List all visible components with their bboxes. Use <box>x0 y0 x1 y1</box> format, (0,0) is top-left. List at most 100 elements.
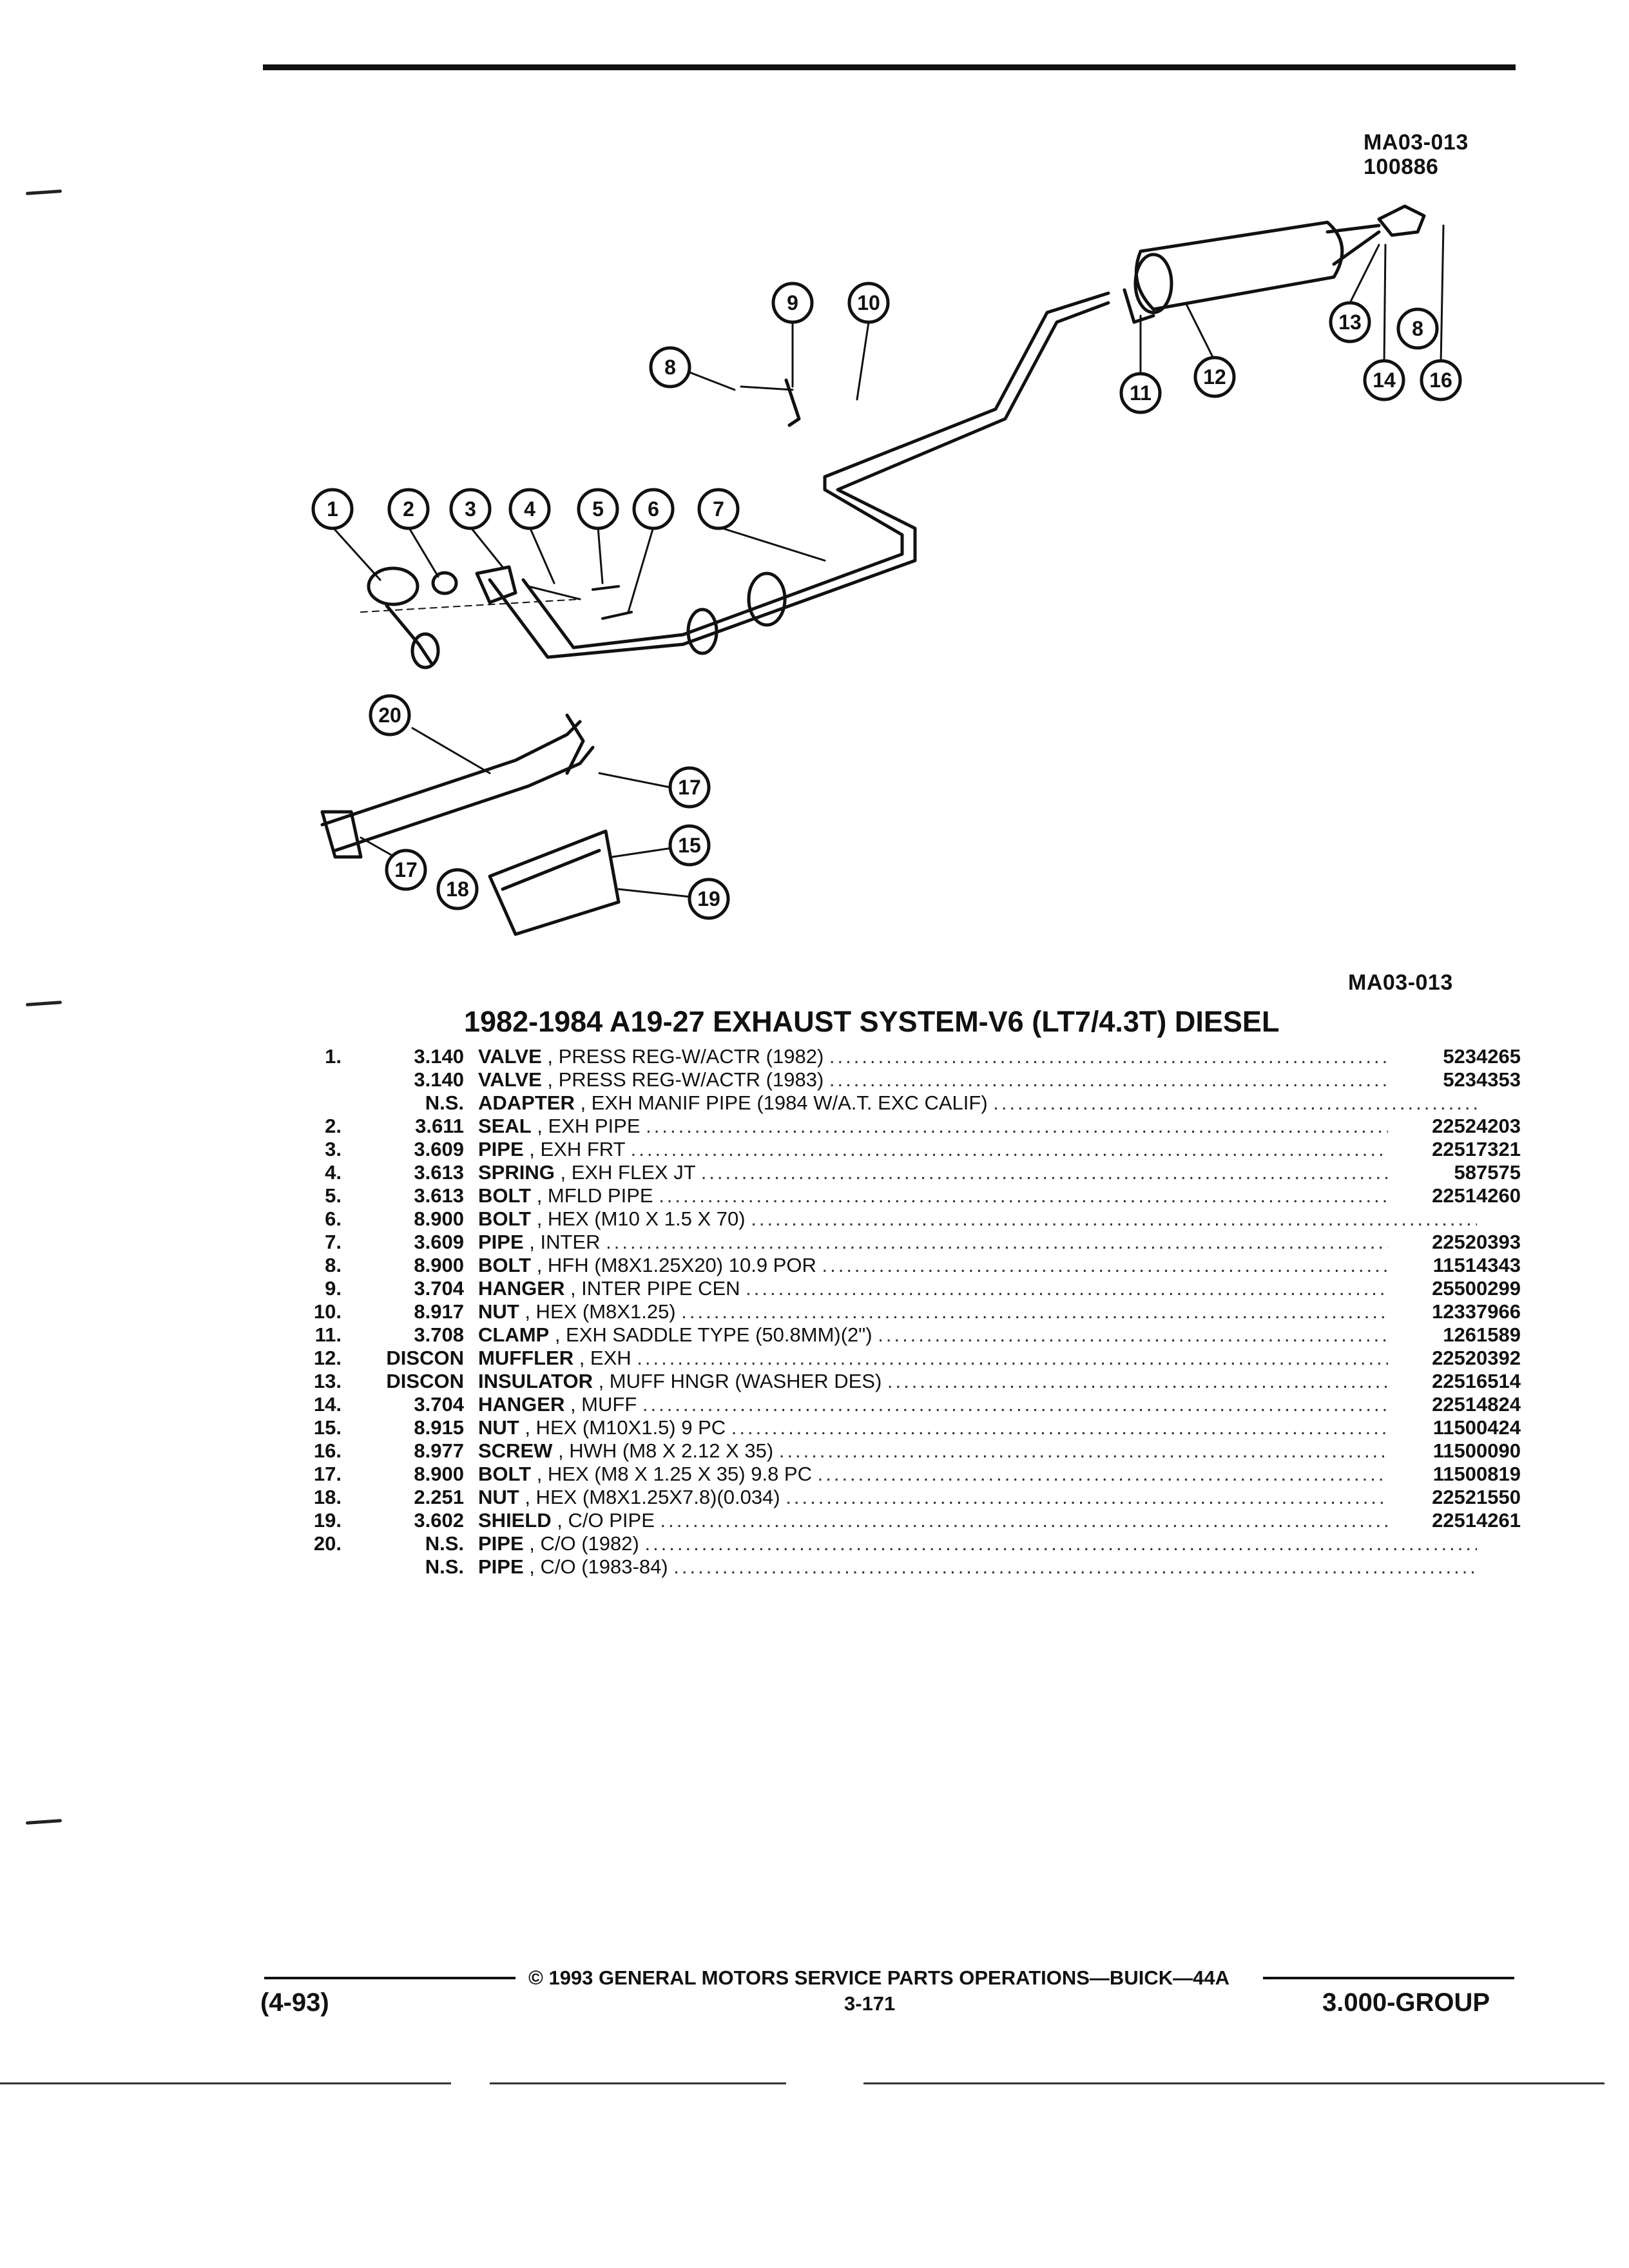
item-number: 14. <box>313 1393 342 1416</box>
group-number: 3.609 <box>414 1231 464 1253</box>
callout-16 <box>1420 359 1462 401</box>
part-description: PIPE , C/O (1983-84) ...................… <box>478 1555 1477 1579</box>
callout-label: 18 <box>446 878 469 901</box>
part-name: BOLT <box>478 1254 532 1276</box>
part-number: 5234265 <box>1388 1045 1521 1068</box>
callout-10 <box>847 282 890 324</box>
item-number: 17. <box>313 1463 342 1485</box>
part-description: SEAL , EXH PIPE ........................… <box>478 1115 1477 1138</box>
callout-1 <box>311 488 354 530</box>
part-detail: , HEX (M10X1.5) 9 PC <box>519 1416 731 1439</box>
callout-8b <box>1396 307 1439 350</box>
group-number: DISCON <box>386 1370 464 1392</box>
callout-label: 10 <box>857 291 880 314</box>
part-number: 22524203 <box>1388 1115 1521 1138</box>
group-number: 3.602 <box>414 1509 464 1532</box>
leader-dots: ........................................… <box>642 1393 1477 1416</box>
part-name: SPRING <box>478 1161 555 1184</box>
part-number: 11514343 <box>1388 1254 1521 1277</box>
callout-label: 2 <box>403 497 414 521</box>
part-detail: , EXH FRT <box>523 1138 631 1160</box>
leader-dots: ........................................… <box>829 1045 1477 1068</box>
callout-6 <box>632 488 675 530</box>
reference-code-bottom: MA03-013 <box>1348 970 1453 995</box>
leader-dots: ........................................… <box>644 1532 1477 1555</box>
item-number: 3. <box>325 1138 342 1160</box>
callout-3 <box>449 488 492 530</box>
group-number: 3.140 <box>414 1068 464 1091</box>
leader-dots: ........................................… <box>817 1463 1477 1485</box>
part-number: 22516514 <box>1388 1370 1521 1393</box>
callout-label: 20 <box>378 704 401 727</box>
part-number: 1261589 <box>1388 1323 1521 1347</box>
part-name: NUT <box>478 1416 519 1439</box>
part-description: BOLT , HEX (M8 X 1.25 X 35) 9.8 PC .....… <box>478 1463 1477 1486</box>
group-number: 3.708 <box>414 1323 464 1346</box>
callout-label: 7 <box>713 497 724 521</box>
part-number: 5234353 <box>1388 1068 1521 1091</box>
section-title: 1982-1984 A19-27 EXHAUST SYSTEM-V6 (LT7/… <box>464 1005 1280 1038</box>
part-detail: , HEX (M8X1.25X7.8)(0.034) <box>519 1486 786 1508</box>
item-number: 19. <box>313 1509 342 1532</box>
item-number: 13. <box>313 1370 342 1392</box>
parts-list-row: N.S.PIPE , C/O (1983-84) ...............… <box>271 1555 1521 1579</box>
leader-dots: ........................................… <box>829 1068 1477 1091</box>
part-description: PIPE , C/O (1982) ......................… <box>478 1532 1477 1555</box>
leader-dots: ........................................… <box>731 1416 1477 1439</box>
callout-4 <box>508 488 551 530</box>
part-number: 22514260 <box>1388 1184 1521 1207</box>
callout-13 <box>1329 301 1371 343</box>
part-number: 11500090 <box>1388 1439 1521 1463</box>
part-description: MUFFLER , EXH ..........................… <box>478 1347 1477 1370</box>
item-number: 1. <box>325 1045 342 1068</box>
leader-dots: ........................................… <box>637 1347 1477 1369</box>
callout-label: 14 <box>1373 369 1396 392</box>
reference-number: 100886 <box>1364 155 1439 179</box>
part-number: 587575 <box>1388 1161 1521 1184</box>
part-detail: , MUFF HNGR (WASHER DES) <box>592 1370 887 1392</box>
footer-rule-left <box>264 1977 516 1979</box>
part-detail: , HFH (M8X1.25X20) 10.9 POR <box>531 1254 822 1276</box>
leader-dots: ........................................… <box>822 1254 1477 1276</box>
callout-7 <box>697 488 740 530</box>
item-number: 2. <box>325 1115 342 1137</box>
part-name: MUFFLER <box>478 1347 574 1369</box>
part-name: PIPE <box>478 1555 524 1578</box>
group-number: 3.611 <box>415 1115 464 1137</box>
part-detail: , EXH PIPE <box>531 1115 646 1137</box>
group-number: DISCON <box>386 1347 464 1369</box>
callout-label: 19 <box>697 887 720 910</box>
leader-dots: ........................................… <box>993 1091 1477 1114</box>
callout-label: 12 <box>1203 365 1226 389</box>
leader-dots: ........................................… <box>681 1300 1477 1323</box>
callout-label: 13 <box>1338 311 1362 334</box>
callout-2 <box>387 488 430 530</box>
part-name: PIPE <box>478 1532 524 1555</box>
callout-label: 8 <box>664 356 676 379</box>
part-number: 11500424 <box>1388 1416 1521 1439</box>
part-number: 12337966 <box>1388 1300 1521 1323</box>
part-detail: , C/O (1983-84) <box>523 1555 674 1578</box>
callout-20 <box>369 694 411 736</box>
part-detail: , HEX (M8X1.25) <box>519 1300 682 1323</box>
part-description: SPRING , EXH FLEX JT ...................… <box>478 1161 1477 1184</box>
group-number: 8.900 <box>414 1254 464 1276</box>
part-detail: , HWH (M8 X 2.12 X 35) <box>552 1439 779 1462</box>
leader-dots: ........................................… <box>673 1555 1477 1578</box>
part-description: NUT , HEX (M8X1.25) ....................… <box>478 1300 1477 1323</box>
callout-8 <box>649 346 691 389</box>
top-rule <box>263 64 1516 70</box>
